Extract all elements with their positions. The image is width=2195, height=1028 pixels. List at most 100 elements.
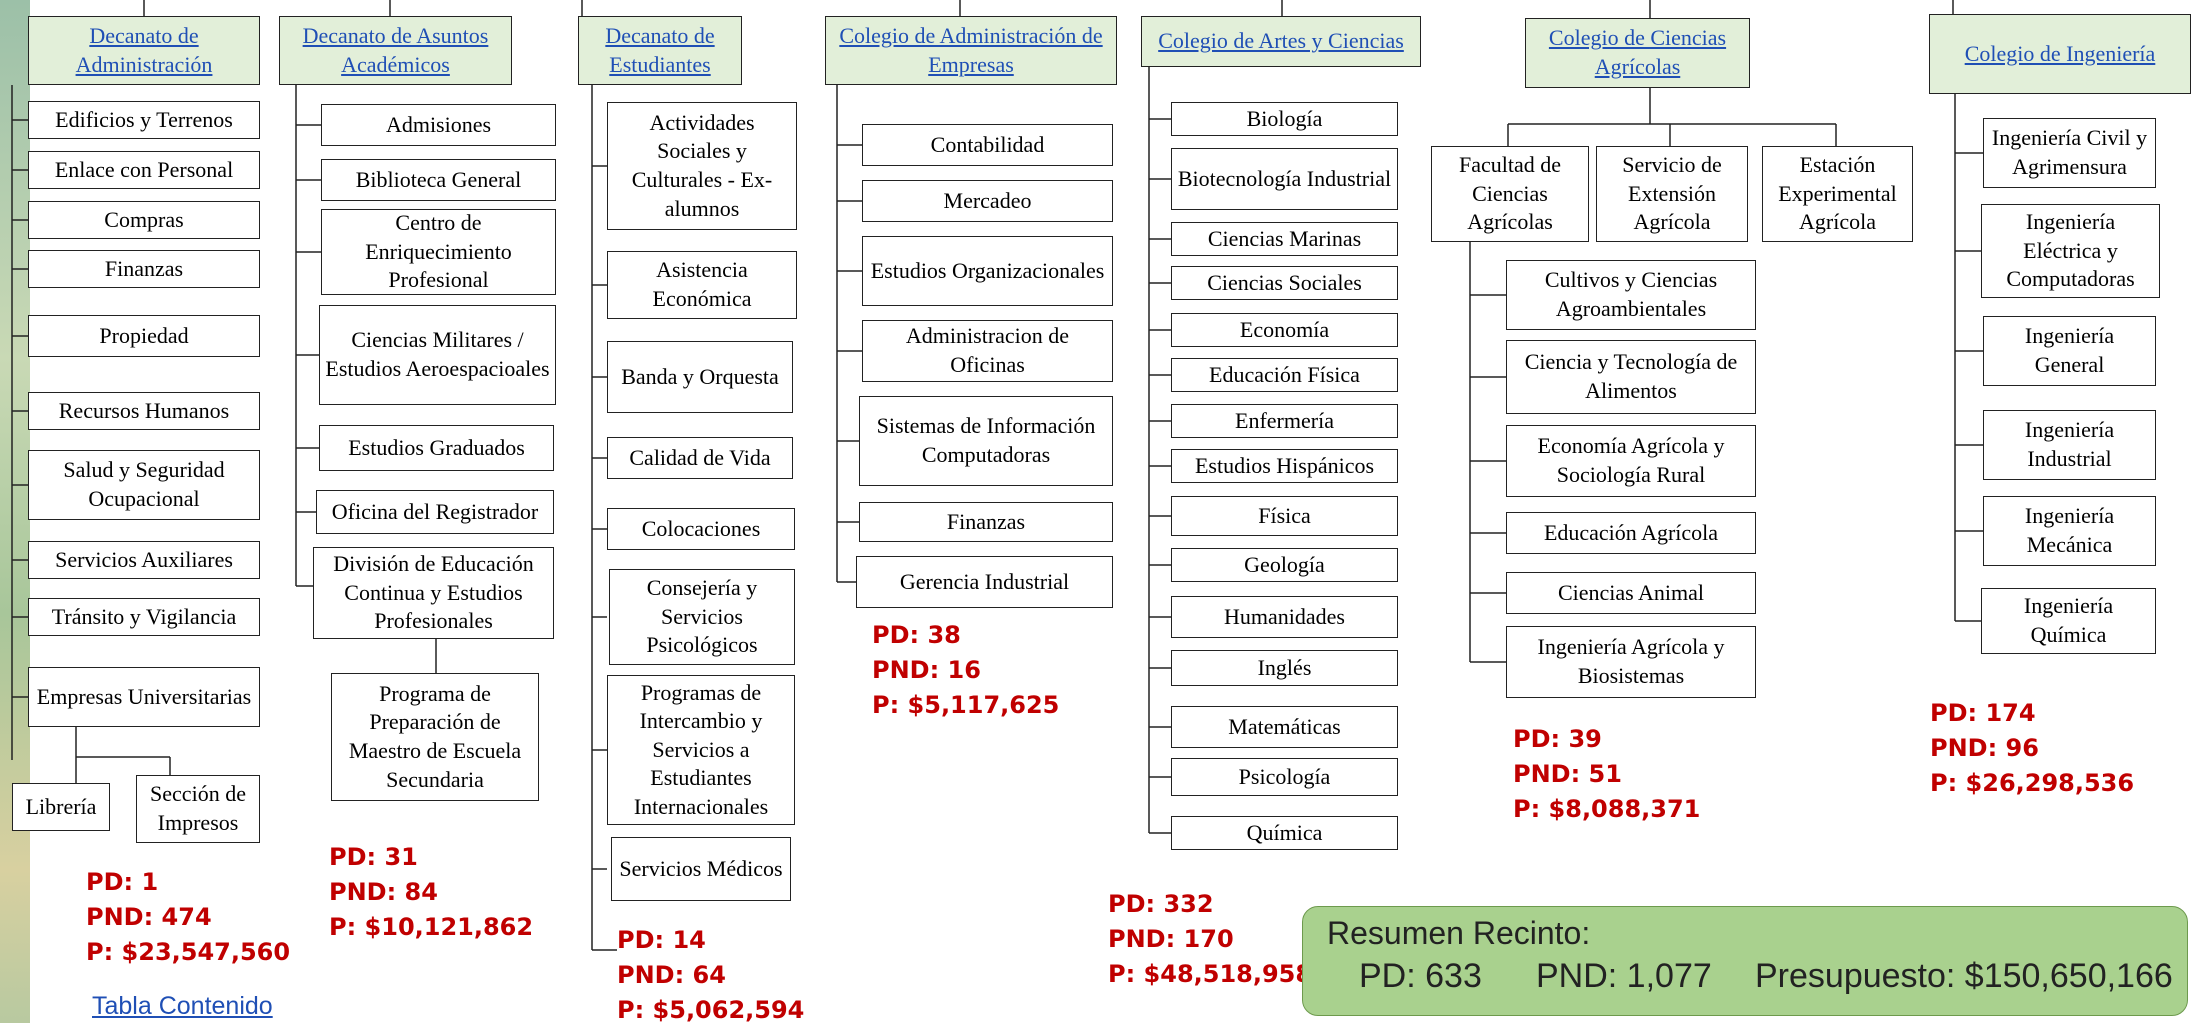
- unit-box: Biología: [1171, 102, 1398, 136]
- unit-box: Educación Agrícola: [1506, 512, 1756, 554]
- stat-pd: PD: 38: [872, 621, 961, 649]
- unit-box: División de Educación Continua y Estudio…: [313, 547, 554, 639]
- unit-box: Administracion de Oficinas: [862, 320, 1113, 382]
- header-link[interactable]: Colegio de Ingeniería: [1964, 40, 2156, 66]
- unit-box: Ciencias Militares / Estudios Aeroespaci…: [319, 305, 556, 405]
- summary-pd: PD: 633: [1359, 957, 1482, 995]
- unit-box: Ciencia y Tecnología de Alimentos: [1506, 340, 1756, 414]
- header-colegio-ciencias-agricolas[interactable]: Colegio de Ciencias Agrícolas: [1525, 18, 1750, 88]
- stat-pnd: PND: 16: [872, 656, 981, 684]
- stat-pnd: PND: 64: [617, 961, 726, 989]
- unit-box: Ingeniería General: [1983, 316, 2156, 386]
- unit-box: Economía: [1171, 313, 1398, 347]
- unit-box: Estudios Graduados: [319, 425, 554, 471]
- unit-box: Mercadeo: [862, 180, 1113, 222]
- unit-box: Finanzas: [859, 502, 1113, 542]
- unit-box: Centro de Enriquecimiento Profesional: [321, 209, 556, 295]
- summary-pnd: PND: 1,077: [1536, 957, 1712, 995]
- agency-box: Estación Experimental Agrícola: [1762, 146, 1913, 242]
- unit-box: Ciencias Marinas: [1171, 222, 1398, 256]
- stat-pd: PD: 174: [1930, 699, 2036, 727]
- unit-box: Ciencias Animal: [1506, 572, 1756, 614]
- stats-block: PD: 38 PND: 16 P: $5,117,625: [872, 618, 1059, 723]
- subunit-box: Programa de Preparación de Maestro de Es…: [331, 673, 539, 801]
- stat-budget: P: $23,547,560: [86, 938, 291, 966]
- unit-box: Empresas Universitarias: [28, 667, 260, 727]
- summary-title: Resumen Recinto:: [1327, 915, 1591, 951]
- stat-pnd: PND: 96: [1930, 734, 2039, 762]
- header-link[interactable]: Colegio de Ciencias Agrícolas: [1548, 25, 1727, 79]
- unit-box: Oficina del Registrador: [316, 490, 554, 534]
- unit-box: Sistemas de Información Computadoras: [859, 396, 1113, 486]
- stat-pd: PD: 31: [329, 843, 418, 871]
- stats-block: PD: 31 PND: 84 P: $10,121,862: [329, 840, 533, 945]
- unit-box: Ciencias Sociales: [1171, 266, 1398, 300]
- stat-budget: P: $26,298,536: [1930, 769, 2135, 797]
- unit-box: Ingeniería Civil y Agrimensura: [1983, 118, 2156, 188]
- header-decanato-estudiantes[interactable]: Decanato de Estudiantes: [578, 16, 742, 85]
- header-colegio-administracion-empresas[interactable]: Colegio de Administración de Empresas: [825, 16, 1117, 85]
- unit-box: Estudios Hispánicos: [1171, 449, 1398, 483]
- stat-pnd: PND: 51: [1513, 760, 1622, 788]
- unit-box: Ingeniería Mecánica: [1983, 496, 2156, 566]
- unit-box: Asistencia Económica: [607, 251, 797, 319]
- unit-box: Edificios y Terrenos: [28, 101, 260, 139]
- table-of-contents-link[interactable]: Tabla Contenido: [92, 992, 273, 1020]
- unit-box: Contabilidad: [862, 124, 1113, 166]
- header-colegio-artes-ciencias[interactable]: Colegio de Artes y Ciencias: [1141, 16, 1421, 67]
- summary-budget: Presupuesto: $150,650,166: [1755, 957, 2173, 995]
- stat-pnd: PND: 84: [329, 878, 438, 906]
- unit-box: Biblioteca General: [321, 159, 556, 201]
- unit-box: Calidad de Vida: [607, 437, 793, 479]
- header-decanato-asuntos-academicos[interactable]: Decanato de Asuntos Académicos: [279, 16, 512, 85]
- header-colegio-ingenieria[interactable]: Colegio de Ingeniería: [1929, 14, 2191, 94]
- header-link[interactable]: Decanato de Administración: [75, 22, 213, 77]
- unit-box: Consejería y Servicios Psicológicos: [609, 569, 795, 665]
- unit-box: Gerencia Industrial: [856, 556, 1113, 608]
- unit-box: Colocaciones: [607, 508, 795, 550]
- unit-box: Química: [1171, 816, 1398, 850]
- unit-box: Ingeniería Industrial: [1983, 410, 2156, 480]
- unit-box: Física: [1171, 496, 1398, 536]
- unit-box: Programas de Intercambio y Servicios a E…: [607, 675, 795, 825]
- unit-box: Admisiones: [321, 104, 556, 146]
- header-decanato-administracion[interactable]: Decanato de Administración: [28, 16, 260, 85]
- unit-box: Compras: [28, 201, 260, 239]
- unit-box: Inglés: [1171, 650, 1398, 686]
- header-link[interactable]: Colegio de Administración de Empresas: [839, 22, 1103, 77]
- unit-box: Finanzas: [28, 250, 260, 288]
- stat-pnd: PND: 170: [1108, 925, 1234, 953]
- unit-box: Servicios Médicos: [611, 837, 791, 901]
- header-link[interactable]: Decanato de Asuntos Académicos: [302, 22, 489, 77]
- stat-pd: PD: 14: [617, 926, 706, 954]
- agency-box: Facultad de Ciencias Agrícolas: [1431, 146, 1589, 242]
- header-link[interactable]: Colegio de Artes y Ciencias: [1158, 28, 1404, 54]
- subunit-box: Sección de Impresos: [136, 775, 260, 843]
- stat-pd: PD: 332: [1108, 890, 1214, 918]
- stat-budget: P: $5,117,625: [872, 691, 1060, 719]
- unit-box: Geología: [1171, 548, 1398, 582]
- stat-budget: P: $10,121,862: [329, 913, 534, 941]
- stat-pd: PD: 1: [86, 868, 159, 896]
- campus-summary-panel: Resumen Recinto: PD: 633 PND: 1,077 Pres…: [1302, 906, 2188, 1016]
- unit-box: Matemáticas: [1171, 706, 1398, 748]
- unit-box: Economía Agrícola y Sociología Rural: [1506, 425, 1756, 497]
- stat-budget: P: $48,518,958: [1108, 960, 1313, 988]
- unit-box: Tránsito y Vigilancia: [28, 598, 260, 636]
- stat-pnd: PND: 474: [86, 903, 212, 931]
- header-link[interactable]: Decanato de Estudiantes: [605, 22, 715, 77]
- agency-box: Servicio de Extensión Agrícola: [1596, 146, 1748, 242]
- stat-pd: PD: 39: [1513, 725, 1602, 753]
- unit-box: Psicología: [1171, 758, 1398, 796]
- stat-budget: P: $5,062,594: [617, 996, 805, 1024]
- unit-box: Enlace con Personal: [28, 151, 260, 189]
- subunit-box: Librería: [12, 783, 110, 831]
- unit-box: Ingeniería Eléctrica y Computadoras: [1981, 204, 2160, 298]
- unit-box: Recursos Humanos: [28, 392, 260, 430]
- stats-block: PD: 1 PND: 474 P: $23,547,560: [86, 865, 290, 970]
- unit-box: Biotecnología Industrial: [1171, 148, 1398, 210]
